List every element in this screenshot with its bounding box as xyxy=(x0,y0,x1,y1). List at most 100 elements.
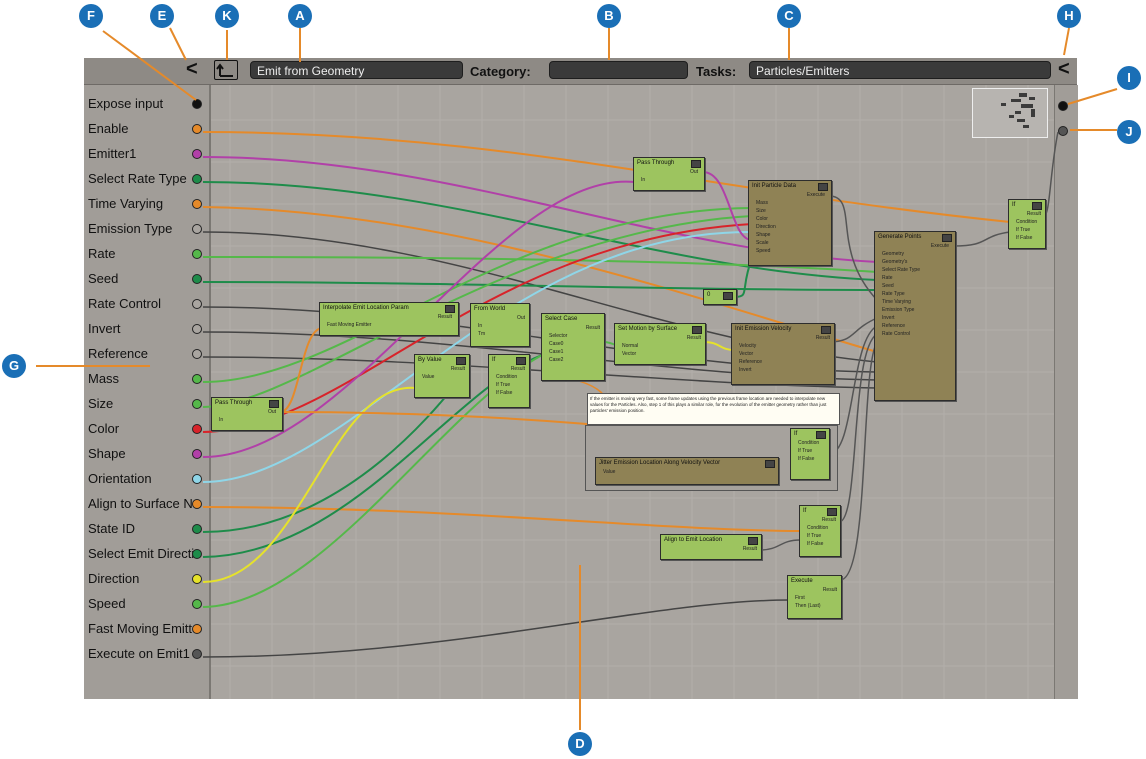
node-menu-icon[interactable] xyxy=(942,234,952,242)
input-port-dot[interactable] xyxy=(192,374,202,384)
node-menu-icon[interactable] xyxy=(827,508,837,516)
input-port-dot[interactable] xyxy=(192,199,202,209)
input-port-dot[interactable] xyxy=(192,474,202,484)
input-port-dot[interactable] xyxy=(192,299,202,309)
input-port-label: Emitter1 xyxy=(88,146,137,161)
tasks-field[interactable]: Particles/Emitters xyxy=(749,61,1051,79)
node-menu-icon[interactable] xyxy=(748,537,758,545)
node-menu-icon[interactable] xyxy=(269,400,279,408)
port-label: Value xyxy=(603,469,616,475)
exit-compound-icon[interactable] xyxy=(214,60,238,80)
port-label: Result xyxy=(821,517,836,523)
node-title: Select Case xyxy=(545,316,578,322)
node-zero-value[interactable]: 0 xyxy=(703,289,737,305)
input-port-dot[interactable] xyxy=(192,574,202,584)
input-port-dot[interactable] xyxy=(192,649,202,659)
input-port-dot[interactable] xyxy=(192,424,202,434)
node-pass-through-left[interactable]: Pass Through Out In xyxy=(211,397,283,431)
input-port-label: Emission Type xyxy=(88,221,173,236)
node-pass-through-top[interactable]: Pass Through Out In xyxy=(633,157,705,191)
node-menu-icon[interactable] xyxy=(1032,202,1042,210)
port-label: Rate xyxy=(882,275,893,281)
callout-g: G xyxy=(2,354,26,378)
input-port-dot[interactable] xyxy=(192,449,202,459)
input-port-dot[interactable] xyxy=(192,499,202,509)
port-label: Then (Last) xyxy=(795,603,821,609)
node-if-group[interactable]: If Condition If True If False xyxy=(790,428,830,480)
output-port-result[interactable] xyxy=(1058,101,1068,111)
node-title: If xyxy=(803,508,807,514)
node-generate-points[interactable]: Generate Points Execute Geometry Geometr… xyxy=(874,231,956,401)
port-label: Case1 xyxy=(549,349,564,355)
category-field[interactable] xyxy=(549,61,688,79)
tasks-label: Tasks: xyxy=(696,64,737,79)
node-execute[interactable]: Execute Result First Then (Last) xyxy=(787,575,842,619)
node-init-particle-data[interactable]: Init Particle Data Execute Mass Size Col… xyxy=(748,180,832,266)
callout-i: I xyxy=(1117,66,1141,90)
input-port-dot[interactable] xyxy=(192,224,202,234)
input-port-dot[interactable] xyxy=(192,274,202,284)
node-menu-icon[interactable] xyxy=(692,326,702,334)
node-init-emission-velocity[interactable]: Init Emission Velocity Result Velocity V… xyxy=(731,323,835,385)
input-port-dot[interactable] xyxy=(192,524,202,534)
port-label: Velocity xyxy=(739,343,757,349)
node-menu-icon[interactable] xyxy=(821,326,831,334)
category-label: Category: xyxy=(470,64,531,79)
node-menu-icon[interactable] xyxy=(445,305,455,313)
node-title: Align to Emit Location xyxy=(664,537,723,543)
input-port-label: Direction xyxy=(88,571,140,586)
input-port-dot[interactable] xyxy=(192,174,202,184)
node-menu-icon[interactable] xyxy=(816,431,826,439)
node-title: If xyxy=(492,357,496,363)
port-label: If True xyxy=(798,448,813,454)
port-label: Tm xyxy=(478,331,486,337)
node-menu-icon[interactable] xyxy=(818,183,828,191)
port-label: Case2 xyxy=(549,357,564,363)
node-by-value[interactable]: By Value Result Value xyxy=(414,354,470,398)
node-menu-icon[interactable] xyxy=(516,357,526,365)
input-port-label: Orientation xyxy=(88,471,152,486)
collapse-left-arrow-icon[interactable]: < xyxy=(186,58,198,80)
node-set-motion-by-surface[interactable]: Set Motion by Surface Result Normal Vect… xyxy=(614,323,706,365)
input-port-label: Mass xyxy=(88,371,120,386)
node-interpolate-emit-location[interactable]: Interpolate Emit Location Param Result F… xyxy=(319,302,459,336)
input-port-dot[interactable] xyxy=(192,99,202,109)
input-port-dot[interactable] xyxy=(192,349,202,359)
port-label: Result xyxy=(742,546,757,552)
node-from-world[interactable]: From World Out In Tm xyxy=(470,303,530,347)
input-port-dot[interactable] xyxy=(192,149,202,159)
node-align-to-emit-location[interactable]: Align to Emit Location Result xyxy=(660,534,762,560)
node-menu-icon[interactable] xyxy=(723,292,733,300)
node-menu-icon[interactable] xyxy=(456,357,466,365)
minimap-preview xyxy=(1001,93,1035,128)
port-label: Result xyxy=(437,314,452,320)
node-if-lower[interactable]: If Result Condition If True If False xyxy=(799,505,841,557)
output-port-execute[interactable] xyxy=(1058,126,1068,136)
callout-b: B xyxy=(597,4,621,28)
input-port-dot[interactable] xyxy=(192,549,202,559)
node-if-mid[interactable]: If Result Condition If True If False xyxy=(488,354,530,408)
callout-c: C xyxy=(777,4,801,28)
node-title: From World xyxy=(474,306,506,312)
port-label: Result xyxy=(450,366,465,372)
node-if-top-right[interactable]: If Result Condition If True If False xyxy=(1008,199,1046,249)
comment-note[interactable]: If the emitter is moving very fast, some… xyxy=(587,393,840,425)
input-port-dot[interactable] xyxy=(192,324,202,334)
node-select-case[interactable]: Select Case Result Selector Case0 Case1 … xyxy=(541,313,605,381)
node-menu-icon[interactable] xyxy=(691,160,701,168)
input-port-dot[interactable] xyxy=(192,624,202,634)
node-jitter-emission[interactable]: Jitter Emission Location Along Velocity … xyxy=(595,457,779,485)
input-port-dot[interactable] xyxy=(192,399,202,409)
port-label: If False xyxy=(807,541,824,547)
input-port-dot[interactable] xyxy=(192,249,202,259)
node-title: Pass Through xyxy=(637,160,675,166)
node-name-field[interactable]: Emit from Geometry xyxy=(250,61,463,79)
port-label: In xyxy=(478,323,483,329)
port-label: If True xyxy=(1016,227,1031,233)
minimap[interactable] xyxy=(972,88,1048,138)
input-port-dot[interactable] xyxy=(192,599,202,609)
collapse-right-arrow-icon[interactable]: < xyxy=(1058,58,1070,80)
node-menu-icon[interactable] xyxy=(765,460,775,468)
input-port-dot[interactable] xyxy=(192,124,202,134)
port-label: Seed xyxy=(882,283,894,289)
